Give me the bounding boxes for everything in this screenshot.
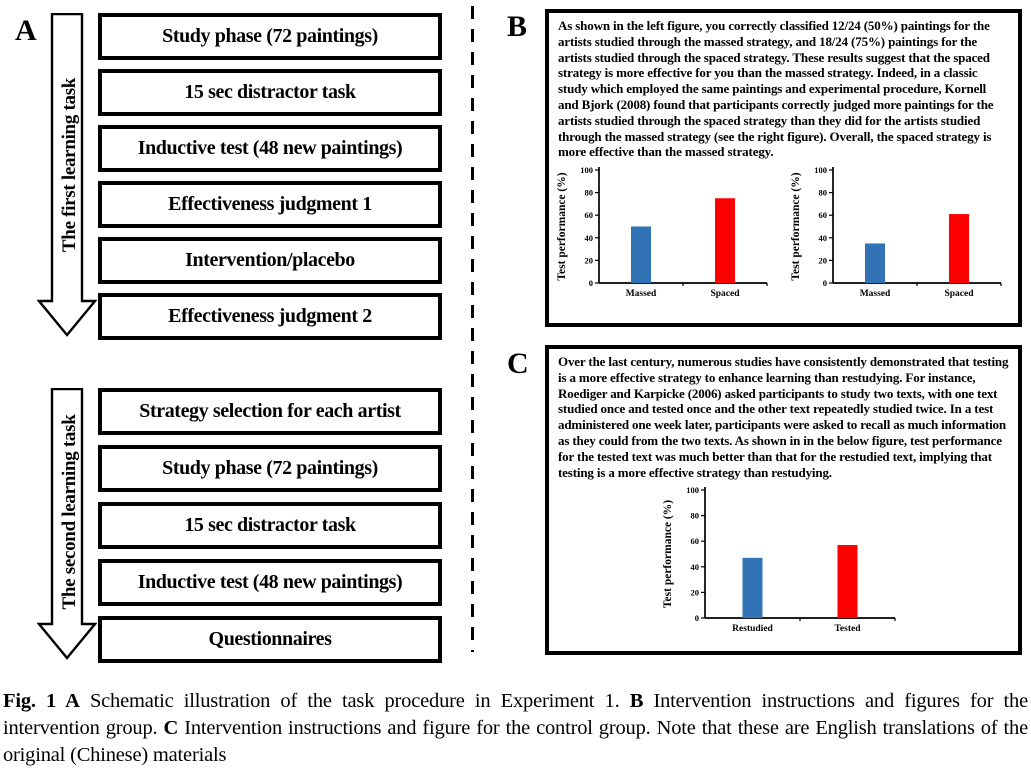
y-tick-label: 40 bbox=[818, 233, 827, 243]
bar-spaced bbox=[948, 214, 969, 284]
dashed-divider bbox=[471, 6, 474, 652]
flow-box-inductive-test-2: Inductive test (48 new paintings) bbox=[98, 559, 442, 606]
flow-box-questionnaires: Questionnaires bbox=[98, 616, 442, 663]
y-tick-label: 0 bbox=[822, 278, 826, 288]
panel-c-instructions-text: Over the last century, numerous studies … bbox=[558, 354, 1009, 480]
panel-b-box: As shown in the left figure, you correct… bbox=[545, 9, 1022, 327]
y-tick-label: 80 bbox=[690, 511, 699, 521]
flow-box-strategy-selection: Strategy selection for each artist bbox=[98, 388, 442, 435]
y-tick-label: 60 bbox=[818, 210, 827, 220]
bar-massed bbox=[630, 226, 651, 284]
panel-b-instructions-text: As shown in the left figure, you correct… bbox=[558, 18, 994, 160]
x-category-label: Massed bbox=[625, 289, 656, 299]
y-tick-label: 100 bbox=[814, 165, 827, 175]
y-tick-label: 40 bbox=[584, 233, 593, 243]
caption-b-text: Intervention instructions and figures fo… bbox=[3, 690, 1029, 739]
panel-b-label: B bbox=[507, 10, 528, 43]
y-tick-label: 0 bbox=[694, 613, 698, 623]
y-tick-label: 100 bbox=[686, 485, 699, 495]
y-tick-label: 20 bbox=[690, 588, 699, 598]
caption-a-text: Schematic illustration of the task proce… bbox=[89, 690, 620, 712]
down-arrow-shape bbox=[37, 13, 97, 337]
caption-a-label: A bbox=[65, 690, 80, 712]
flow-box-effectiveness-judgment-1: Effectiveness judgment 1 bbox=[98, 181, 442, 228]
y-tick-label: 100 bbox=[580, 165, 593, 175]
flow-box-intervention-placebo: Intervention/placebo bbox=[98, 237, 442, 284]
down-arrow-shape bbox=[37, 388, 97, 660]
y-tick-label: 0 bbox=[588, 278, 592, 288]
flow-box-distractor-2: 15 sec distractor task bbox=[98, 502, 442, 549]
y-tick-label: 80 bbox=[818, 188, 827, 198]
first-task-down-arrow-icon: The first learning task bbox=[37, 13, 97, 337]
caption-b-label: B bbox=[629, 690, 644, 712]
panel-c-box: Over the last century, numerous studies … bbox=[545, 345, 1022, 655]
bar-spaced bbox=[714, 198, 735, 284]
y-tick-label: 80 bbox=[584, 188, 593, 198]
y-axis-label: Test performance (%) bbox=[790, 172, 802, 280]
second-task-down-arrow-icon: The second learning task bbox=[37, 388, 97, 660]
flow-box-study-phase-1: Study phase (72 paintings) bbox=[98, 13, 442, 60]
flow-box-study-phase-2: Study phase (72 paintings) bbox=[98, 445, 442, 492]
caption-c-label: C bbox=[163, 717, 179, 739]
second-task-arrow-label: The second learning task bbox=[59, 414, 80, 610]
y-tick-label: 20 bbox=[584, 256, 593, 266]
y-tick-label: 40 bbox=[690, 562, 699, 572]
flow-box-inductive-test-1: Inductive test (48 new paintings) bbox=[98, 125, 442, 172]
x-category-label: Tested bbox=[834, 624, 861, 634]
bar-massed bbox=[864, 243, 885, 284]
x-category-label: Spaced bbox=[710, 289, 740, 299]
caption-fig-label: Fig. 1 bbox=[3, 690, 57, 712]
flow-box-effectiveness-judgment-2: Effectiveness judgment 2 bbox=[98, 293, 442, 340]
panel-a-label: A bbox=[15, 14, 37, 47]
y-tick-label: 60 bbox=[690, 537, 699, 547]
figure-caption: Fig. 1 A Schematic illustration of the ta… bbox=[3, 688, 1028, 769]
first-task-arrow-label: The first learning task bbox=[59, 77, 80, 252]
caption-c-text: Intervention instructions and figure for… bbox=[3, 717, 1028, 766]
y-axis-label: Test performance (%) bbox=[662, 500, 674, 608]
flow-box-distractor-1: 15 sec distractor task bbox=[98, 69, 442, 116]
x-category-label: Restudied bbox=[732, 624, 773, 634]
y-tick-label: 20 bbox=[818, 256, 827, 266]
y-axis-label: Test performance (%) bbox=[556, 172, 568, 280]
bar-restudied bbox=[742, 558, 762, 619]
x-category-label: Massed bbox=[859, 289, 890, 299]
y-tick-label: 60 bbox=[584, 210, 593, 220]
bar-tested bbox=[837, 545, 857, 619]
x-category-label: Spaced bbox=[944, 289, 974, 299]
second-task-flow: Strategy selection for each artist Study… bbox=[98, 388, 442, 673]
panel-c-label: C bbox=[507, 347, 529, 380]
figure-1: A The first learning task Study phase (7… bbox=[15, 6, 1022, 673]
first-task-flow: Study phase (72 paintings) 15 sec distra… bbox=[98, 13, 442, 349]
